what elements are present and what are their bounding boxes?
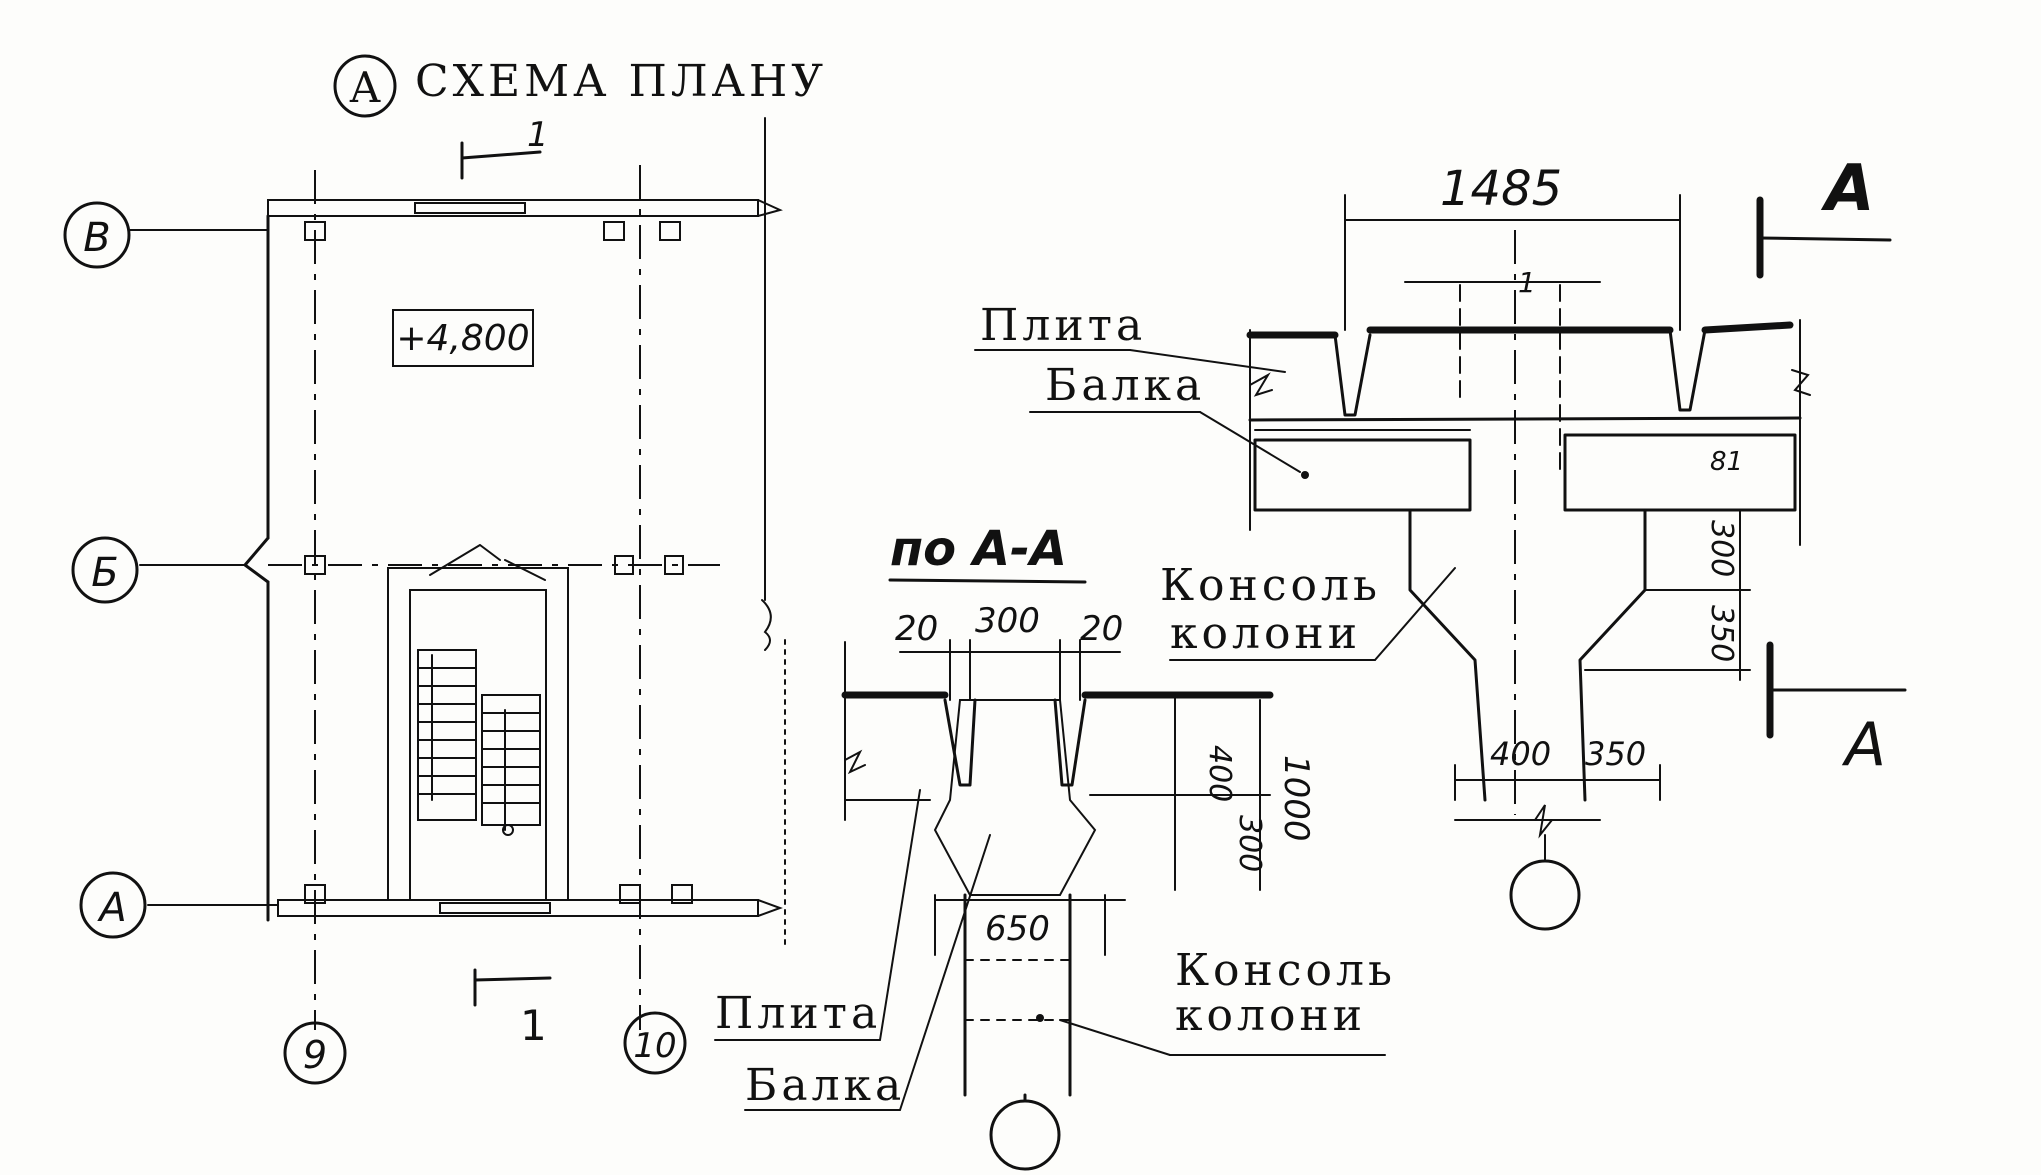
column-v10a [603,221,625,241]
window-bottom [439,902,551,914]
plan-title: СХЕМА ПЛАНУ [415,56,827,107]
cut-mark-bottom-arrow [473,976,552,982]
wall-break-bottom-right [757,899,783,917]
dim-300-main: 300 [1704,520,1739,577]
leader-console-main [1374,567,1456,661]
dim-350-main-vertical: 350 [1704,605,1739,662]
main-beam-right [1563,433,1797,512]
axis-v-bubble [63,201,131,269]
cut-mark-top-arrow [460,150,542,160]
column-a10b [671,884,693,904]
leader-beam-main [1199,411,1301,473]
elevation-box [392,309,534,367]
cut-mark-top-label: 1 [527,115,549,155]
label-plate-aa: Плита [715,988,881,1039]
main-rib-right [1668,328,1707,412]
plan-marker-letter: А [349,63,381,112]
leader-console-aa [1059,1019,1171,1056]
rib-right [1053,698,1087,787]
axis-b-bubble [71,536,139,604]
column-b10a [614,555,634,575]
dim-350-main: 350 [1585,735,1646,773]
column-b9 [304,555,326,575]
dim-650: 650 [985,909,1050,949]
cut-a-bottom-label: А [1841,710,1886,780]
axis-9-label: 9 [303,1033,327,1077]
column-a10a [619,884,641,904]
cut-a-top-arrow [1758,236,1892,242]
slab-break-left [844,749,866,775]
axis-b-label: Б [91,550,118,596]
leader-plate-main [1129,349,1286,373]
plan-marker-circle [333,54,397,118]
dim-1000-vertical: 1000 [1276,755,1316,842]
dim-300-vertical: 300 [1232,815,1267,872]
stair-flight-right [481,694,541,836]
main-axis-mark: 1 [1518,266,1536,299]
stair-core-inner [409,589,547,901]
main-rib-left [1333,333,1372,417]
plan-scheme: А СХЕМА ПЛАНУ 1 В Б А 9 [63,54,827,1085]
dim-300: 300 [975,601,1040,641]
dim-20-left: 20 [895,609,938,649]
label-beam-aa: Балка [745,1060,905,1111]
section-aa-title-underline [888,578,1087,584]
label-plate-main: Плита [980,300,1146,351]
cut-mark-bottom-label: 1 [520,1001,547,1050]
column-axis-bubble [989,1099,1061,1171]
column-b10b [664,555,684,575]
wall-top [267,199,759,217]
dim-400-vertical: 400 [1202,745,1237,802]
column-v10b [659,221,681,241]
axis-9-bubble [283,1021,347,1085]
main-console-right [1578,508,1647,802]
leader-beam-aa [899,834,991,1111]
column-console-hatched [933,699,1097,896]
column-a9 [304,884,326,904]
dim-20-right: 20 [1080,609,1123,649]
dim-1485: 1485 [1440,161,1562,217]
column-v9 [304,221,326,241]
elevation-label: +4,800 [396,318,529,359]
main-beam-left [1253,438,1472,512]
stair-door-swings [429,544,546,581]
label-console-aa-2: колони [1175,990,1366,1041]
axis-v-label: В [83,215,110,261]
section-aa-title: по А-А [890,521,1067,577]
rib-left [943,698,977,787]
wall-break-left [243,536,270,584]
dim-81: 81 [1710,447,1743,477]
wall-break-top-right [757,199,783,217]
label-beam-main: Балка [1045,360,1205,411]
window-top [414,202,526,214]
axis-10-label: 10 [633,1026,676,1066]
main-console-left [1408,508,1487,802]
stair-flight-left [417,649,477,821]
label-console-main-2: колони [1170,608,1361,659]
label-console-aa-1: Консоль [1175,945,1396,996]
section-main: 1485 А А 1 81 [974,152,1907,931]
leader-plate-aa [879,789,921,1041]
right-brace [761,599,772,651]
cut-a-top-label: А [1820,152,1875,226]
label-console-main-1: Консоль [1160,560,1381,611]
main-axis-bubble [1509,859,1581,931]
dim-400-main: 400 [1490,735,1551,773]
axis-a-bubble [79,871,147,939]
section-aa: по А-А 20 300 20 400 1000 300 [714,521,1396,1171]
main-slab-bottom [1248,416,1802,422]
axis-10-bubble [623,1011,687,1075]
axis-a-label: А [96,885,126,931]
